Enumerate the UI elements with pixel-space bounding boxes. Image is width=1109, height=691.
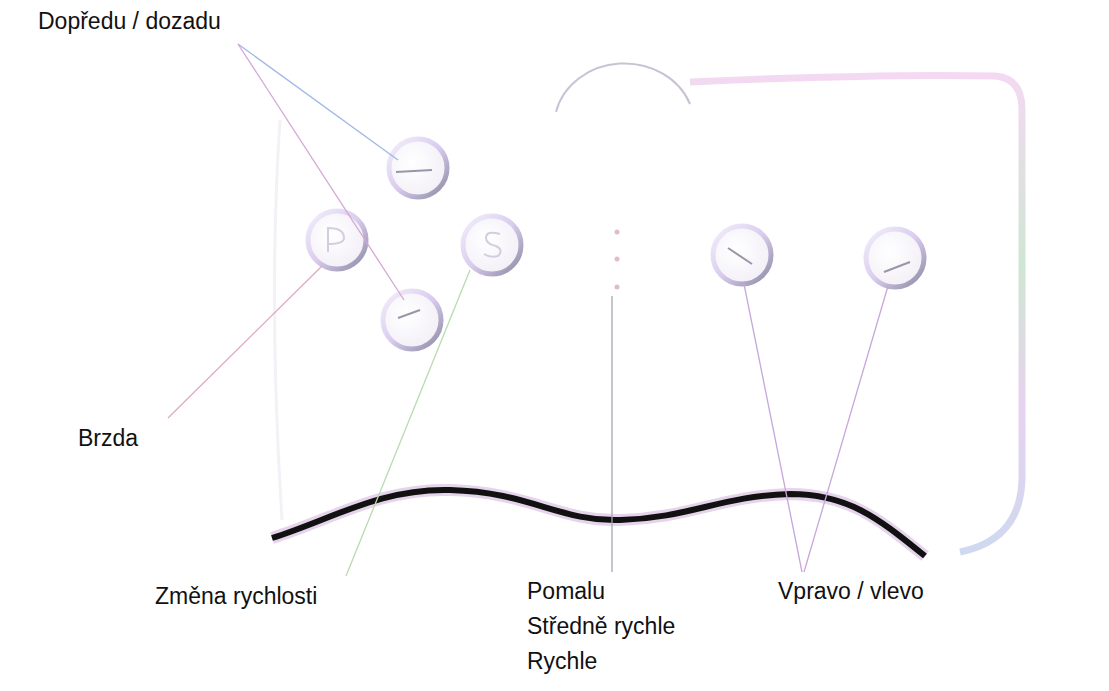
button-symbol bbox=[884, 262, 910, 272]
leader-line bbox=[168, 266, 322, 418]
forward-button bbox=[389, 139, 447, 197]
button-symbol bbox=[728, 248, 752, 264]
button-symbol bbox=[396, 170, 432, 172]
led bbox=[615, 230, 620, 235]
right-button bbox=[713, 226, 771, 284]
leader-line bbox=[611, 296, 612, 572]
callout-label: Středně rychle bbox=[527, 613, 675, 639]
backward-button bbox=[383, 291, 441, 349]
speed-leds bbox=[615, 230, 620, 290]
led bbox=[615, 257, 620, 262]
callout-label: Pomalu bbox=[527, 578, 605, 604]
leader-line bbox=[238, 44, 404, 300]
button-symbol bbox=[398, 310, 420, 318]
panel-outline bbox=[690, 75, 1022, 552]
leader-lines bbox=[168, 44, 888, 576]
buttons bbox=[308, 139, 924, 349]
panel-bottom-edge bbox=[272, 490, 925, 556]
callout-label: Rychle bbox=[527, 648, 597, 674]
button-symbol bbox=[484, 233, 501, 257]
panel-outline-left bbox=[274, 120, 282, 520]
callout-label: Dopředu / dozadu bbox=[38, 8, 221, 34]
leader-line bbox=[238, 44, 398, 160]
leader-line bbox=[804, 286, 888, 572]
button-symbol bbox=[328, 228, 344, 252]
led bbox=[615, 285, 620, 290]
callout-label: Vpravo / vlevo bbox=[778, 578, 924, 604]
brake-button bbox=[308, 211, 366, 269]
panel-arc bbox=[556, 63, 690, 112]
callout-label: Brzda bbox=[78, 425, 138, 451]
left-button bbox=[866, 229, 924, 287]
leader-line bbox=[744, 284, 802, 572]
leader-line bbox=[346, 270, 470, 576]
callout-label: Změna rychlosti bbox=[155, 583, 317, 609]
panel-bottom-glow bbox=[272, 490, 925, 556]
speed-button bbox=[463, 216, 521, 274]
